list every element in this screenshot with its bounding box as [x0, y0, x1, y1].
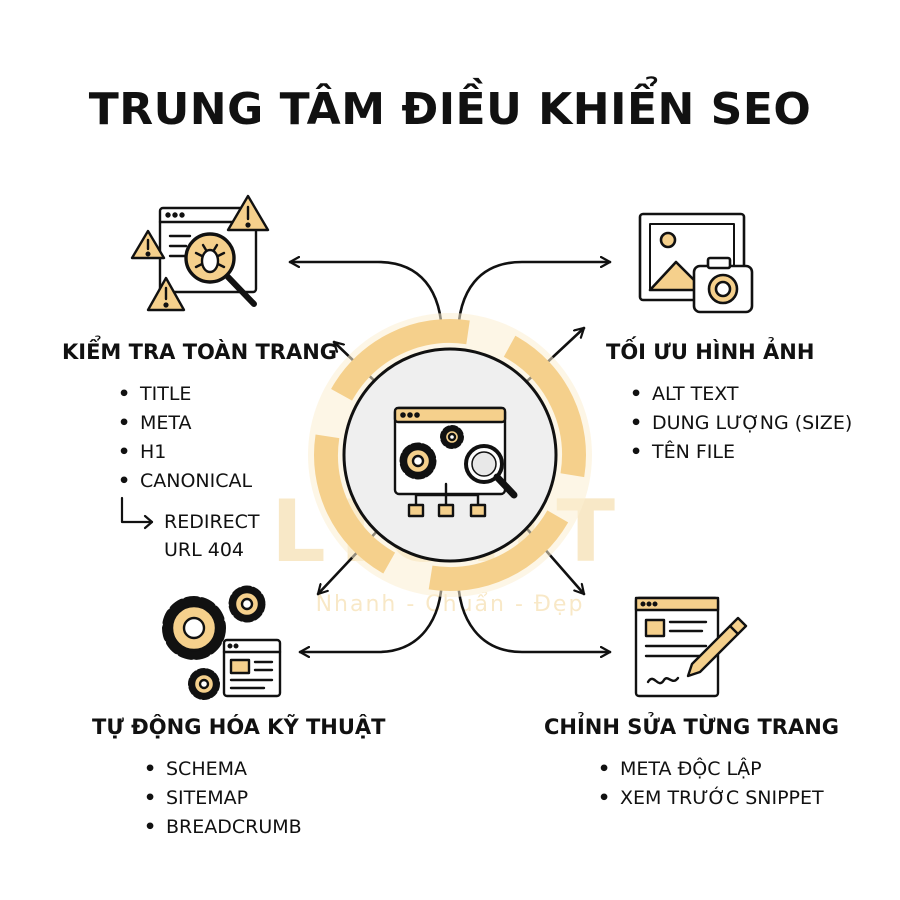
- list-page-editing: META ĐỘC LẬP XEM TRƯỚC SNIPPET: [598, 755, 824, 813]
- heading-site-audit: KIỂM TRA TOÀN TRANG: [62, 340, 338, 364]
- list-site-audit: TITLE META H1 CANONICAL: [118, 380, 252, 496]
- image-camera-icon: [638, 212, 754, 314]
- list-item: SCHEMA: [144, 755, 302, 784]
- list-item: SITEMAP: [144, 784, 302, 813]
- list-item: TÊN FILE: [630, 438, 852, 467]
- list-item: CANONICAL: [118, 467, 252, 496]
- heading-image-optimization: TỐI ƯU HÌNH ẢNH: [606, 340, 815, 364]
- document-pencil-icon: [634, 596, 748, 698]
- sub-arrow-icon: [120, 496, 154, 530]
- list-item: H1: [118, 438, 252, 467]
- list-item: META ĐỘC LẬP: [598, 755, 824, 784]
- seo-dashboard-icon: [393, 406, 518, 518]
- list-technical-automation: SCHEMA SITEMAP BREADCRUMB: [144, 755, 302, 842]
- list-item: XEM TRƯỚC SNIPPET: [598, 784, 824, 813]
- heading-page-editing: CHỈNH SỬA TỪNG TRANG: [544, 715, 840, 739]
- sub-list-item: REDIRECT: [164, 511, 260, 533]
- list-image-optimization: ALT TEXT DUNG LƯỢNG (SIZE) TÊN FILE: [630, 380, 852, 467]
- sub-list-item: URL 404: [164, 539, 244, 561]
- bug-magnifier-warning-icon: [130, 194, 270, 312]
- list-item: DUNG LƯỢNG (SIZE): [630, 409, 852, 438]
- center-hub: [308, 313, 592, 597]
- heading-technical-automation: TỰ ĐỘNG HÓA KỸ THUẬT: [92, 715, 386, 739]
- list-item: META: [118, 409, 252, 438]
- list-item: BREADCRUMB: [144, 813, 302, 842]
- page-title: TRUNG TÂM ĐIỀU KHIỂN SEO: [88, 84, 812, 135]
- list-site-audit-sub: REDIRECT URL 404: [164, 508, 260, 564]
- list-item: TITLE: [118, 380, 252, 409]
- list-item: ALT TEXT: [630, 380, 852, 409]
- gears-window-icon: [162, 585, 282, 700]
